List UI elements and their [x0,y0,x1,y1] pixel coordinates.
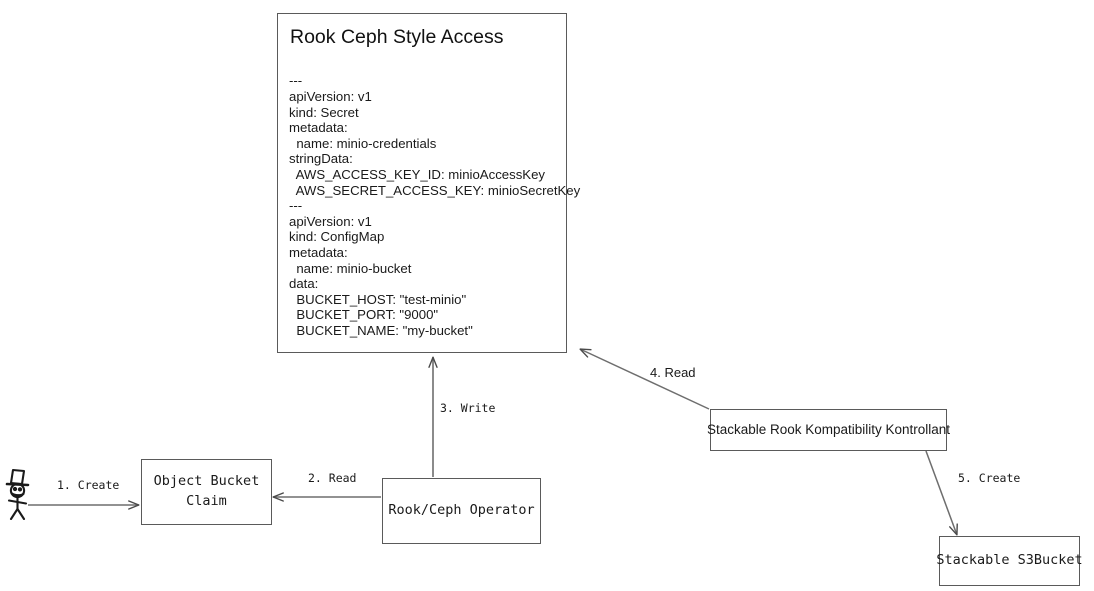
node-rook-ceph-operator: Rook/Ceph Operator [382,478,541,544]
node-label: Stackable Rook Kompatibility Kontrollant [706,421,951,437]
node-label: Rook/Ceph Operator [388,502,535,519]
rook-ceph-style-access-card: Rook Ceph Style Access --- apiVersion: v… [277,13,581,353]
edge-label-2-read: 2. Read [308,471,357,485]
edge-label-3-write: 3. Write [440,401,496,415]
stick-figure-actor-icon [5,468,30,520]
node-label: Stackable S3Bucket [936,552,1083,569]
edge-5-create [925,450,958,536]
yaml-manifest-text: --- apiVersion: v1 kind: Secret metadata… [289,73,581,338]
edge-label-1-create: 1. Create [57,478,120,492]
node-label: Object Bucket Claim [153,473,260,509]
node-object-bucket-claim: Object Bucket Claim [141,459,272,525]
edge-label-4-read: 4. Read [650,365,696,380]
node-stackable-rook-kompatibility-kontrollant: Stackable Rook Kompatibility Kontrollant [706,409,951,451]
node-stackable-s3bucket: Stackable S3Bucket [936,536,1083,586]
edge-label-5-create: 5. Create [958,471,1021,485]
card-title: Rook Ceph Style Access [290,26,504,48]
